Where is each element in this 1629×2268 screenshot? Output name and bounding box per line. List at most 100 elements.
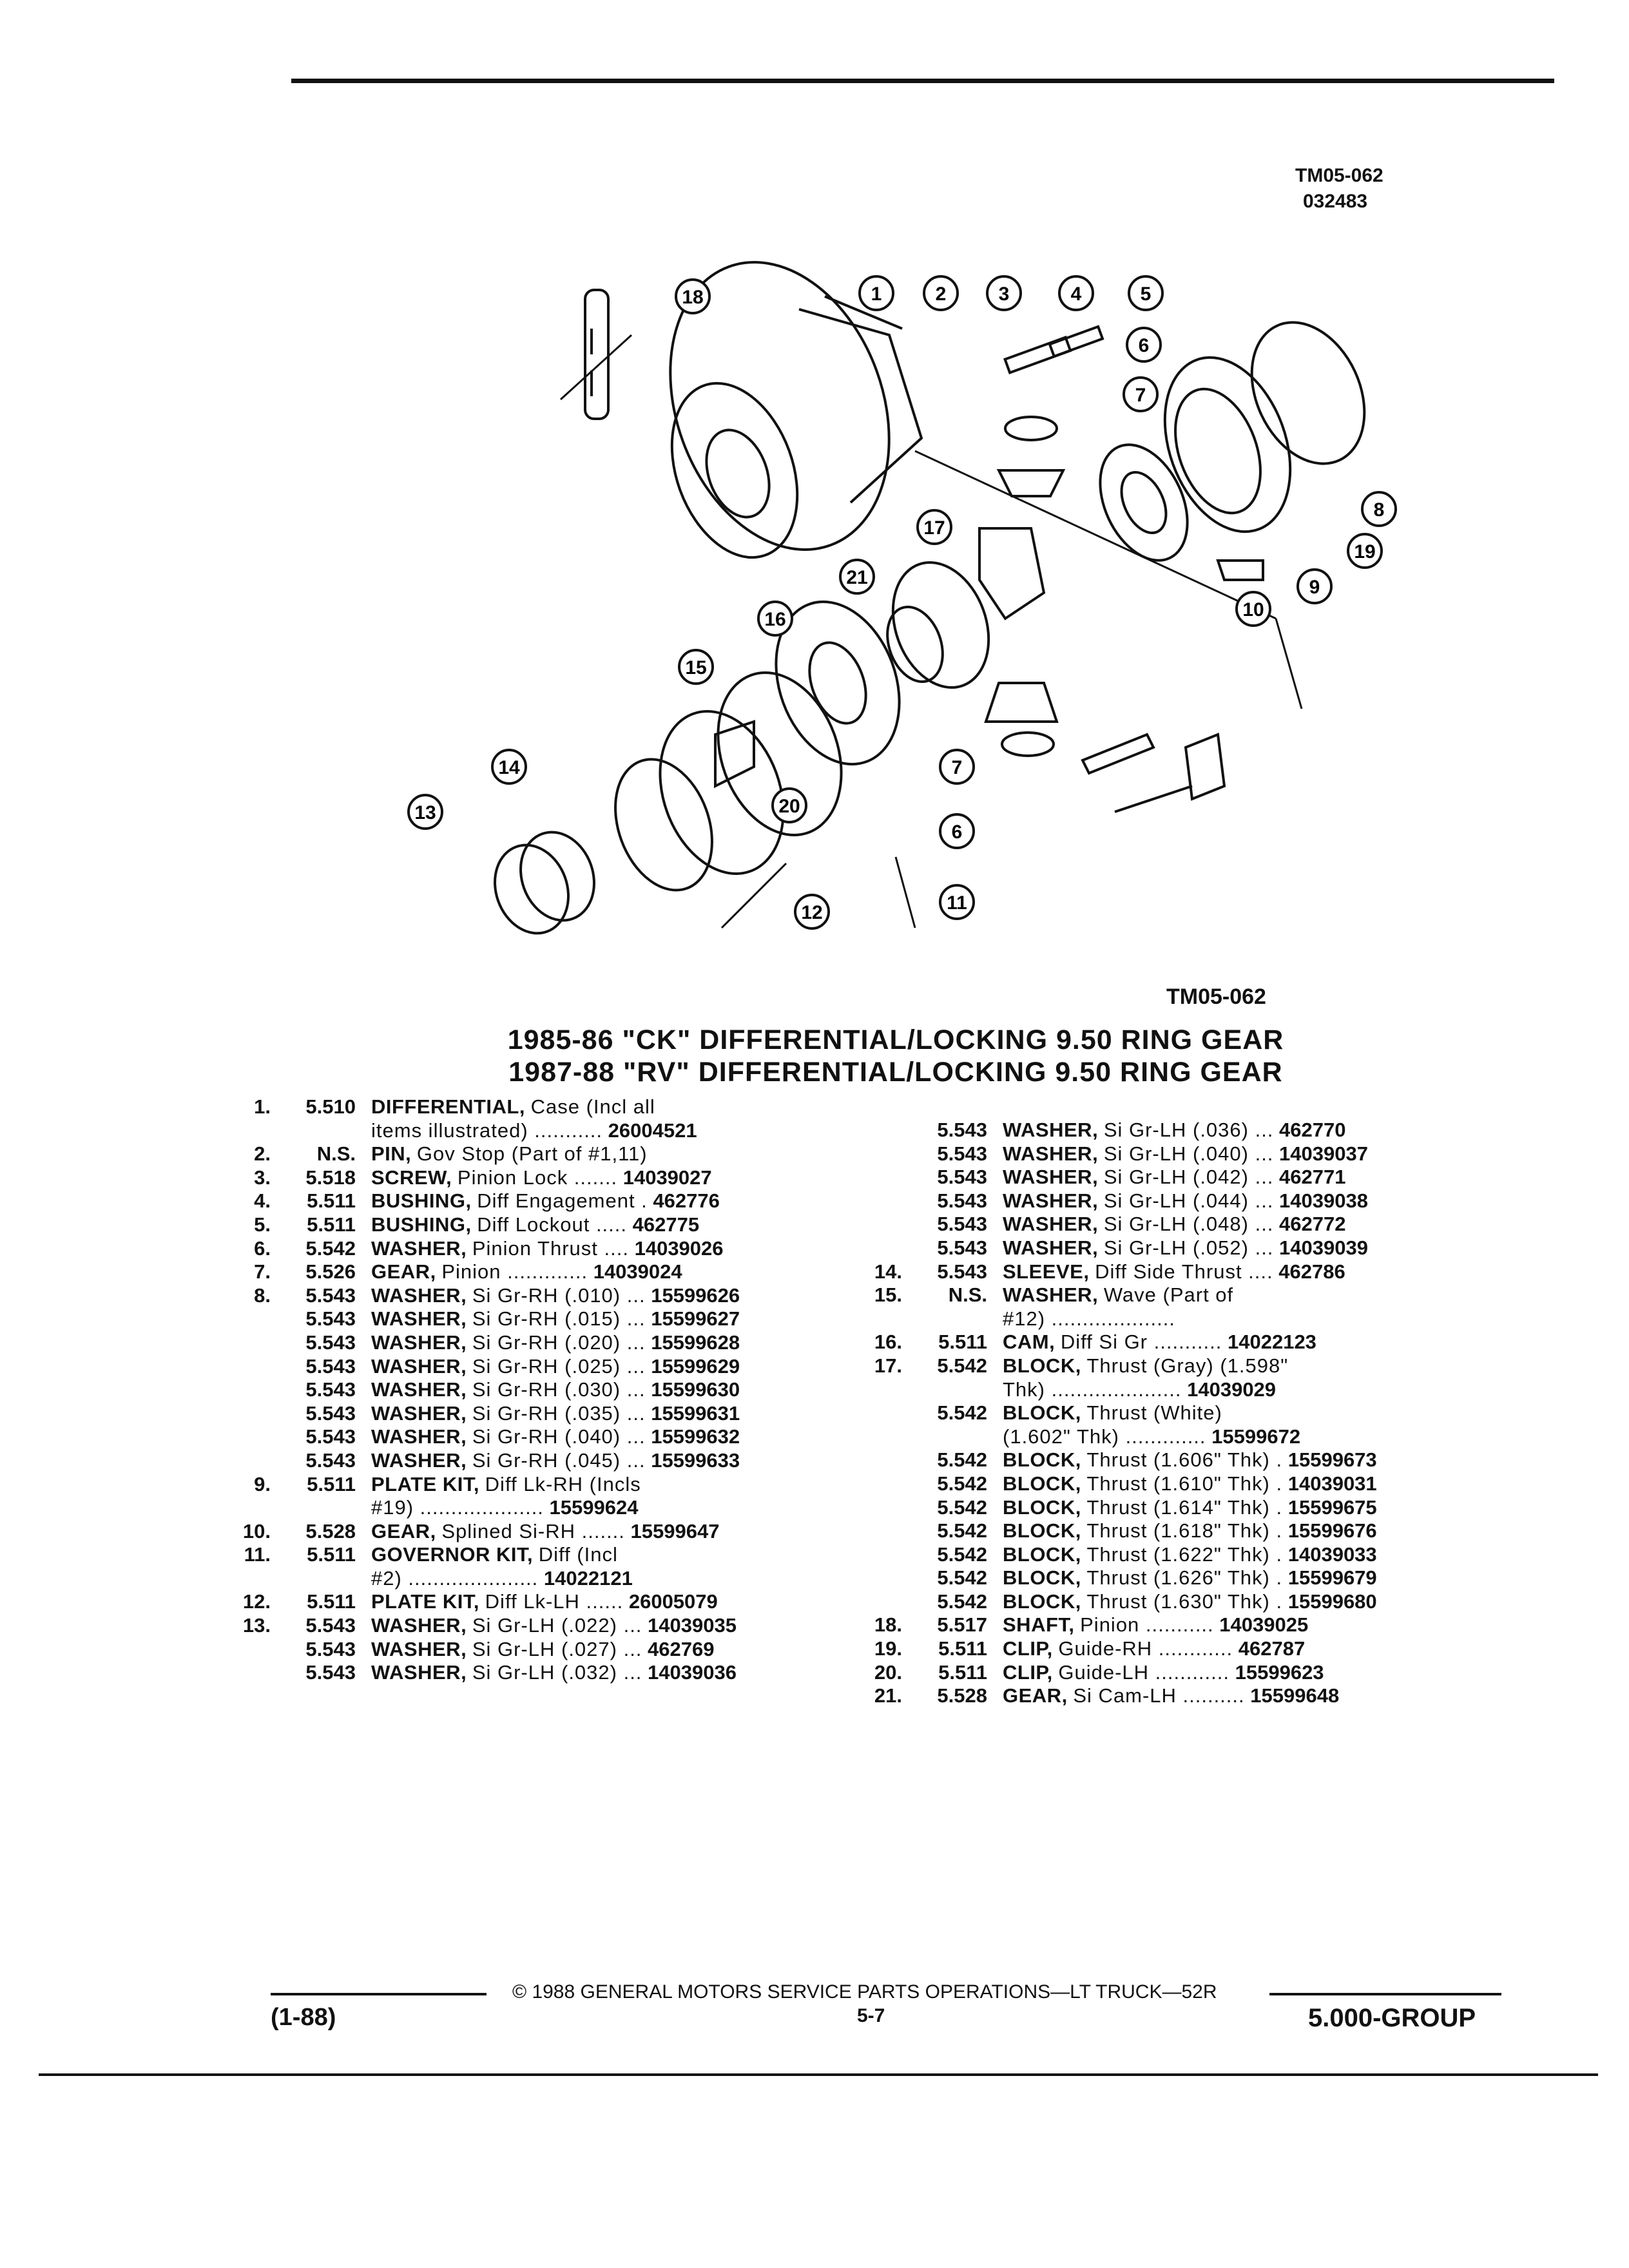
bottom-rule (39, 2073, 1598, 2076)
part-description: WASHER, Si Gr-LH (.042) ... 462771 (987, 1166, 1547, 1189)
part-description: GEAR, Si Cam-LH .......... 15599648 (987, 1684, 1547, 1708)
part-row: 2.N.S.PIN, Gov Stop (Part of #1,11) (206, 1142, 812, 1166)
part-name: WASHER, (371, 1614, 467, 1637)
part-group-number: 5.543 (305, 1448, 356, 1472)
svg-text:17: 17 (923, 517, 945, 539)
part-description: #2) ..................... 14022121 (356, 1567, 812, 1591)
part-name: WASHER, (371, 1307, 467, 1331)
part-description: WASHER, Si Gr-LH (.048) ... 462772 (987, 1213, 1547, 1236)
part-detail: Si Gr-RH (.010) ... (472, 1283, 646, 1307)
part-description: #19) .................... 15599624 (356, 1496, 812, 1520)
diff-cam-drawing (775, 601, 901, 765)
part-detail: Thrust (1.614" Thk) . (1086, 1495, 1283, 1519)
part-group-number: 5.542 (305, 1236, 356, 1260)
part-item-number: 13. (242, 1614, 271, 1637)
callout-3: 3 (986, 275, 1022, 311)
part-item-number (838, 1119, 910, 1142)
part-number: 15599633 (651, 1448, 740, 1472)
part-group-number: 5.528 (937, 1684, 987, 1707)
part-description: WASHER, Si Gr-LH (.022) ... 14039035 (356, 1614, 812, 1638)
part-detail: Si Gr-LH (.048) ... (1103, 1213, 1274, 1236)
part-group-number: 5.542 (937, 1472, 987, 1495)
part-description: SLEEVE, Diff Side Thrust .... 462786 (987, 1260, 1547, 1284)
part-description: WASHER, Si Gr-LH (.032) ... 14039036 (356, 1661, 812, 1685)
part-item-number: 11. (244, 1543, 271, 1566)
part-group-number: 5.542 (937, 1401, 987, 1425)
svg-text:7: 7 (1135, 385, 1146, 406)
part-number: 15599676 (1287, 1519, 1377, 1542)
callout-6-lower: 6 (939, 813, 975, 849)
part-item-number (206, 1449, 278, 1473)
part-description: WASHER, Si Gr-RH (.035) ... 15599631 (356, 1402, 812, 1426)
part-number: 15599672 (1211, 1425, 1301, 1448)
part-name: BLOCK, (1003, 1401, 1081, 1425)
callout-10: 10 (1235, 591, 1271, 627)
section-group: 5.000-GROUP (1308, 2004, 1476, 2032)
part-detail: Thrust (1.610" Thk) . (1086, 1472, 1283, 1495)
part-row: Thk) ..................... 14039029 (838, 1378, 1547, 1402)
page-title-line-2: 1987-88 "RV" DIFFERENTIAL/LOCKING 9.50 R… (508, 1057, 1283, 1088)
part-item-number: 10. (242, 1519, 271, 1542)
copyright-line: © 1988 GENERAL MOTORS SERVICE PARTS OPER… (512, 1981, 1217, 2003)
part-description: WASHER, Si Gr-RH (.020) ... 15599628 (356, 1331, 812, 1355)
part-group-number: 5.543 (937, 1213, 987, 1236)
part-number: 15599648 (1250, 1684, 1340, 1707)
part-item-number (206, 1496, 278, 1520)
doc-code: TM05-062 (1295, 165, 1383, 186)
part-description: BLOCK, Thrust (1.630" Thk) . 15599680 (987, 1590, 1547, 1614)
part-name: SLEEVE, (1003, 1260, 1090, 1283)
part-name: WASHER, (371, 1331, 467, 1354)
part-number: 14039027 (622, 1166, 712, 1189)
part-group-number: 5.543 (937, 1189, 987, 1212)
part-item-number (838, 1566, 910, 1590)
part-row: #2) ..................... 14022121 (206, 1567, 812, 1591)
part-description: GEAR, Splined Si-RH ....... 15599647 (356, 1520, 812, 1544)
part-group-number: 5.511 (938, 1660, 987, 1684)
thrust-washer-rh-drawing (1250, 321, 1366, 465)
part-name: BLOCK, (1003, 1495, 1081, 1519)
part-row: (1.602" Thk) ............. 15599672 (838, 1425, 1547, 1449)
governor-kit-drawing (1081, 733, 1155, 775)
part-group-number: 5.511 (938, 1331, 987, 1354)
part-description: WASHER, Si Gr-LH (.044) ... 14039038 (987, 1189, 1547, 1213)
part-group-number: 5.510 (305, 1095, 356, 1118)
part-number: 14039037 (1279, 1142, 1368, 1165)
part-name: BLOCK, (1003, 1542, 1081, 1566)
part-name: WASHER, (371, 1354, 467, 1378)
callout-14: 14 (491, 749, 527, 785)
part-group-number: 5.543 (305, 1307, 356, 1331)
part-item-number: 9. (254, 1472, 271, 1495)
part-item-number (838, 1401, 910, 1425)
callout-21: 21 (839, 559, 875, 595)
part-number: 462775 (632, 1213, 700, 1236)
part-description: WASHER, Si Gr-RH (.025) ... 15599629 (356, 1355, 812, 1379)
part-detail: Si Gr-LH (.044) ... (1103, 1189, 1274, 1212)
plate-kit-rh-drawing (1163, 356, 1292, 533)
part-detail: #12) .................... (1003, 1307, 1175, 1330)
part-group-number: 5.526 (305, 1260, 356, 1283)
part-item-number (838, 1472, 910, 1496)
part-number: 15599629 (651, 1354, 740, 1378)
part-group-number: 5.543 (937, 1236, 987, 1259)
part-name: WASHER, (1003, 1189, 1099, 1212)
callout-12: 12 (794, 894, 830, 930)
part-detail: #19) .................... (371, 1496, 544, 1519)
part-description: WASHER, Si Gr-RH (.015) ... 15599627 (356, 1307, 812, 1331)
callout-7-lower: 7 (939, 749, 975, 785)
part-detail: Si Gr-RH (.015) ... (472, 1307, 646, 1331)
part-group-number: 5.543 (937, 1119, 987, 1141)
part-description: WASHER, Si Gr-LH (.040) ... 14039037 (987, 1142, 1547, 1166)
part-detail: Thrust (1.606" Thk) . (1086, 1448, 1283, 1472)
part-item-number (838, 1142, 910, 1166)
part-detail: Diff Lockout ..... (477, 1213, 628, 1236)
